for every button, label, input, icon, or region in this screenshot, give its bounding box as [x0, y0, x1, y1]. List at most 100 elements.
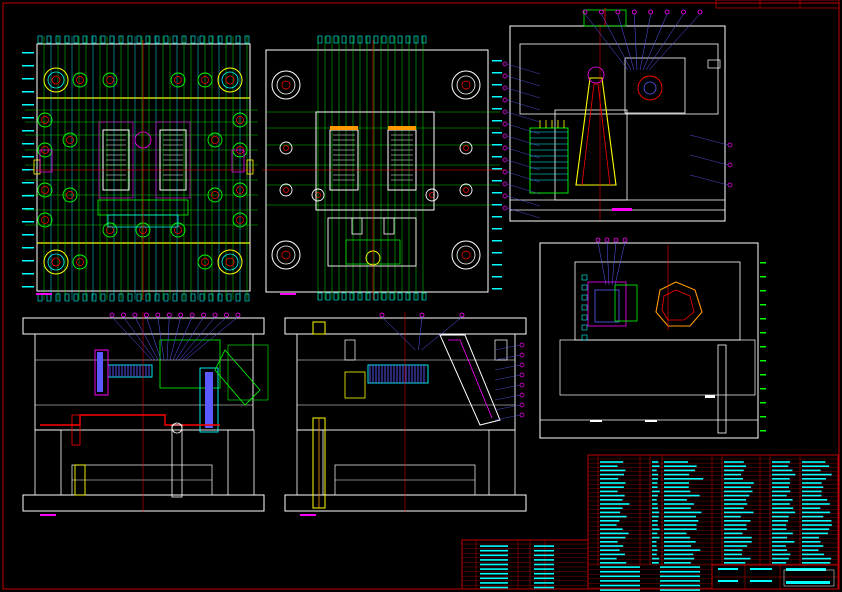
- support-rail: [296, 429, 324, 496]
- screw-hole: [232, 112, 248, 128]
- parts-cell-text: [802, 490, 822, 493]
- view-label-mark: [40, 514, 56, 516]
- parts-cell-text: [600, 499, 623, 501]
- dimension-tick: [22, 247, 34, 249]
- dimension-tick: [760, 416, 766, 418]
- dimension-tick: [109, 35, 115, 44]
- parts-cell-text: [724, 524, 747, 526]
- dimension-tick: [22, 156, 34, 158]
- dimension-tick: [145, 293, 151, 302]
- parts-cell-text: [600, 541, 618, 543]
- screw-hole: [62, 132, 78, 148]
- dimension-tick: [22, 91, 34, 93]
- ejector-block: [529, 127, 569, 194]
- molded-part: [367, 364, 429, 384]
- parts-cell-text: [600, 536, 626, 539]
- dimension-tick: [172, 293, 178, 302]
- screw-hole: [207, 132, 223, 148]
- screw-hole: [72, 72, 88, 88]
- parts-cell-text: [802, 469, 821, 472]
- parts-cell-text: [600, 532, 629, 535]
- parts-cell-text: [724, 494, 750, 497]
- dimension-tick: [22, 65, 34, 67]
- parts-cell-text: [772, 536, 788, 539]
- core-block: [315, 111, 435, 211]
- dimension-tick: [118, 293, 124, 302]
- dimension-tick: [190, 293, 196, 302]
- parts-cell-text: [772, 490, 791, 493]
- screw-hole: [62, 187, 78, 203]
- drawing-number-box: [783, 569, 835, 587]
- parts-cell-text: [652, 520, 658, 522]
- dimension-tick: [760, 318, 766, 320]
- parts-cell-text: [664, 499, 687, 501]
- dimension-tick: [389, 35, 395, 44]
- parts-cell-text: [724, 520, 751, 522]
- parts-cell-text: [600, 584, 640, 587]
- parts-cell-text: [772, 478, 790, 480]
- view-label-mark: [36, 293, 52, 295]
- dimension-tick: [22, 221, 34, 223]
- screw-hole: [102, 72, 118, 88]
- dimension-tick: [492, 156, 502, 158]
- parts-cell-text: [664, 549, 701, 551]
- cavity-insert: [102, 129, 130, 191]
- parts-cell-text: [660, 570, 700, 573]
- dimension-tick: [760, 360, 766, 362]
- dimension-tick: [325, 35, 331, 44]
- dimension-tick: [172, 35, 178, 44]
- parts-cell-text: [600, 482, 626, 484]
- dimension-tick: [22, 143, 34, 145]
- dimension-tick: [492, 192, 502, 194]
- parts-cell-text: [600, 570, 640, 573]
- dimension-tick: [22, 195, 34, 197]
- parts-cell-text: [664, 545, 692, 547]
- dimension-tick: [163, 293, 169, 302]
- dimension-tick: [492, 288, 502, 290]
- parts-cell-text: [802, 486, 824, 488]
- parts-cell-text: [664, 478, 704, 480]
- dimension-tick: [760, 262, 766, 264]
- parts-cell-text: [664, 482, 690, 484]
- dimension-tick: [127, 35, 133, 44]
- parts-cell-text: [724, 553, 742, 556]
- parts-cell-text: [802, 545, 824, 547]
- parts-cell-text: [600, 575, 640, 578]
- parts-cell-text: [652, 490, 660, 493]
- dimension-tick: [492, 228, 502, 230]
- parts-cell-text: [600, 507, 623, 509]
- guide-pillar: [271, 240, 301, 270]
- parts-cell-text: [652, 494, 658, 497]
- parts-cell-text: [802, 549, 819, 551]
- plate-outline: [36, 43, 251, 292]
- parts-cell-text: [660, 584, 700, 587]
- parts-cell-text: [772, 461, 790, 463]
- dimension-tick: [91, 35, 97, 44]
- view-label-mark: [612, 208, 632, 211]
- screw-hole: [72, 254, 88, 270]
- parts-cell-text: [652, 486, 658, 488]
- parts-cell-text: [652, 524, 658, 526]
- parts-cell-text: [600, 469, 626, 472]
- dimension-tick: [357, 292, 363, 301]
- guide-pillar: [451, 240, 481, 270]
- view-label-mark: [300, 514, 316, 516]
- dimension-tick: [235, 35, 241, 44]
- dimension-tick: [64, 293, 70, 302]
- guide-pillar: [271, 70, 301, 100]
- parts-cell-text: [664, 473, 690, 476]
- dimension-tick: [82, 35, 88, 44]
- parts-cell-text: [772, 465, 789, 467]
- dimension-tick: [760, 276, 766, 278]
- parts-cell-text: [664, 520, 699, 522]
- return-pin: [74, 464, 86, 496]
- section-outline: [539, 242, 759, 439]
- parts-cell-text: [534, 586, 554, 589]
- parts-cell-text: [534, 563, 554, 566]
- screw-hole: [197, 254, 213, 270]
- dimension-tick: [760, 388, 766, 390]
- parts-cell-text: [600, 478, 619, 480]
- parts-cell-text: [480, 577, 508, 580]
- parts-cell-text: [664, 494, 700, 497]
